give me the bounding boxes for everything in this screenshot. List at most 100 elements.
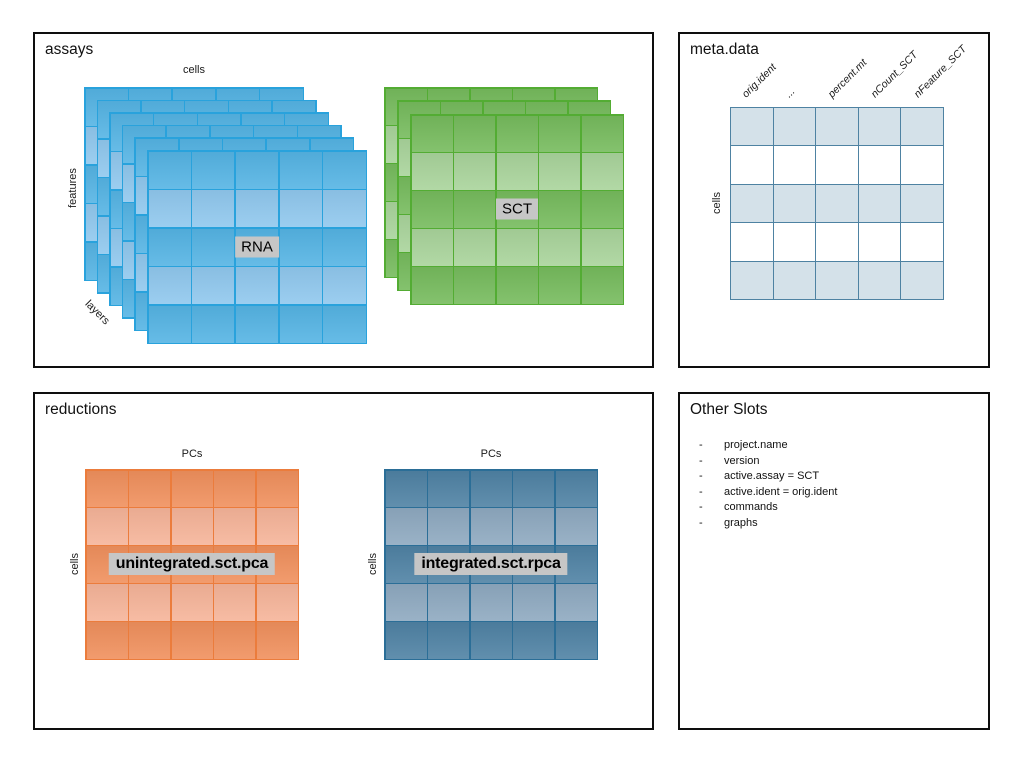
matrix-cell	[496, 229, 538, 266]
matrix-cell	[256, 470, 298, 507]
matrix-cell	[235, 305, 279, 343]
slot-item: -active.assay = SCT	[699, 469, 837, 485]
matrix-cell	[555, 470, 597, 507]
matrix-cell	[192, 305, 235, 343]
panel-title-reductions: reductions	[45, 401, 117, 418]
matrix-cell	[323, 190, 366, 227]
matrix-cell	[496, 115, 538, 152]
matrix-cell	[385, 622, 427, 659]
matrix-cell	[731, 184, 773, 223]
slot-item: - commands	[699, 500, 837, 516]
panel-title-assays: assays	[45, 41, 94, 58]
slot-item: -graphs	[699, 516, 837, 532]
matrix-cell	[773, 223, 816, 261]
matrix-cell	[411, 115, 453, 152]
cells-axis-label: cells	[367, 552, 379, 576]
matrix-cell	[235, 151, 279, 189]
matrix-cell	[773, 146, 816, 184]
matrix-cell	[731, 108, 773, 146]
matrix-cell	[470, 584, 512, 621]
rpca-reduction-label: integrated.sct.rpca	[414, 553, 568, 575]
matrix-cell	[323, 267, 366, 304]
matrix-cell	[581, 191, 623, 228]
dash-bullet: -	[699, 485, 703, 498]
meta-column-header: orig.ident	[739, 61, 779, 101]
matrix-cell	[731, 223, 773, 261]
pcs-axis-label: PCs	[181, 448, 203, 460]
meta-column-header: percent.mt	[825, 56, 870, 101]
matrix-cell	[411, 229, 453, 266]
matrix-cell	[428, 508, 469, 545]
meta-column-header: ...	[782, 85, 798, 101]
matrix-cell	[148, 228, 191, 266]
matrix-cell	[279, 151, 322, 189]
matrix-cell	[901, 261, 943, 299]
matrix-cell	[256, 622, 298, 659]
matrix-cell	[858, 184, 901, 223]
matrix-cell	[816, 184, 858, 223]
rna-assay-label: RNA	[235, 236, 279, 258]
slot-item: -project.name	[699, 438, 837, 454]
matrix-cell	[581, 115, 623, 152]
features-axis-label: features	[67, 168, 79, 208]
dash-bullet: -	[699, 454, 703, 467]
matrix-cell	[901, 223, 943, 261]
dash-bullet: -	[699, 470, 703, 482]
matrix-cell	[539, 267, 580, 304]
matrix-cell	[901, 146, 943, 184]
matrix-cell	[858, 146, 901, 184]
matrix-cell	[129, 508, 170, 545]
matrix-cell	[279, 305, 322, 343]
cells-axis-label: cells	[182, 64, 205, 76]
other-slots-panel: Other Slots -project.name -version -acti…	[678, 392, 990, 730]
matrix-cell	[129, 622, 170, 659]
matrix-cell	[539, 229, 580, 266]
matrix-cell	[816, 261, 858, 299]
matrix-cell	[323, 151, 366, 189]
matrix-cell	[214, 584, 255, 621]
matrix-cell	[539, 191, 580, 228]
cells-axis-label: cells	[711, 191, 723, 215]
dash-bullet: -	[699, 501, 703, 513]
matrix-cell	[279, 228, 322, 266]
matrix-cell	[539, 115, 580, 152]
slot-item-label: graphs	[724, 516, 758, 529]
sct-assay-label: SCT	[496, 198, 538, 220]
matrix-cell	[470, 508, 512, 545]
matrix-cell	[773, 261, 816, 299]
slot-item-label: commands	[724, 501, 778, 513]
matrix-cell	[470, 622, 512, 659]
panel-title-meta-data: meta.data	[690, 41, 759, 58]
matrix-cell	[86, 508, 128, 545]
matrix-cell	[385, 584, 427, 621]
matrix-cell	[86, 470, 128, 507]
matrix-cell	[816, 146, 858, 184]
matrix-cell	[816, 223, 858, 261]
matrix-cell	[235, 190, 279, 227]
matrix-cell	[513, 470, 554, 507]
matrix-cell	[256, 584, 298, 621]
matrix-cell	[470, 470, 512, 507]
meta-data-panel: meta.data orig.ident ... percent.mt nCou…	[678, 32, 990, 368]
matrix-cell	[428, 622, 469, 659]
slot-item: -version	[699, 454, 837, 470]
matrix-cell	[428, 470, 469, 507]
matrix-cell	[454, 191, 495, 228]
matrix-cell	[581, 153, 623, 190]
matrix-cell	[235, 267, 279, 304]
matrix-cell	[555, 508, 597, 545]
pcs-axis-label: PCs	[480, 448, 502, 460]
matrix-cell	[86, 622, 128, 659]
matrix-cell	[496, 267, 538, 304]
slot-item-label: active.ident = orig.ident	[724, 485, 838, 498]
matrix-cell	[513, 584, 554, 621]
matrix-cell	[279, 267, 322, 304]
meta-column-header: nFeature_SCT	[911, 43, 969, 101]
matrix-cell	[214, 622, 255, 659]
slot-item: - active.ident = orig.ident	[699, 485, 837, 501]
matrix-cell	[192, 190, 235, 227]
matrix-cell	[539, 153, 580, 190]
matrix-cell	[323, 305, 366, 343]
pca-reduction-label: unintegrated.sct.pca	[108, 553, 276, 575]
matrix-cell	[129, 584, 170, 621]
